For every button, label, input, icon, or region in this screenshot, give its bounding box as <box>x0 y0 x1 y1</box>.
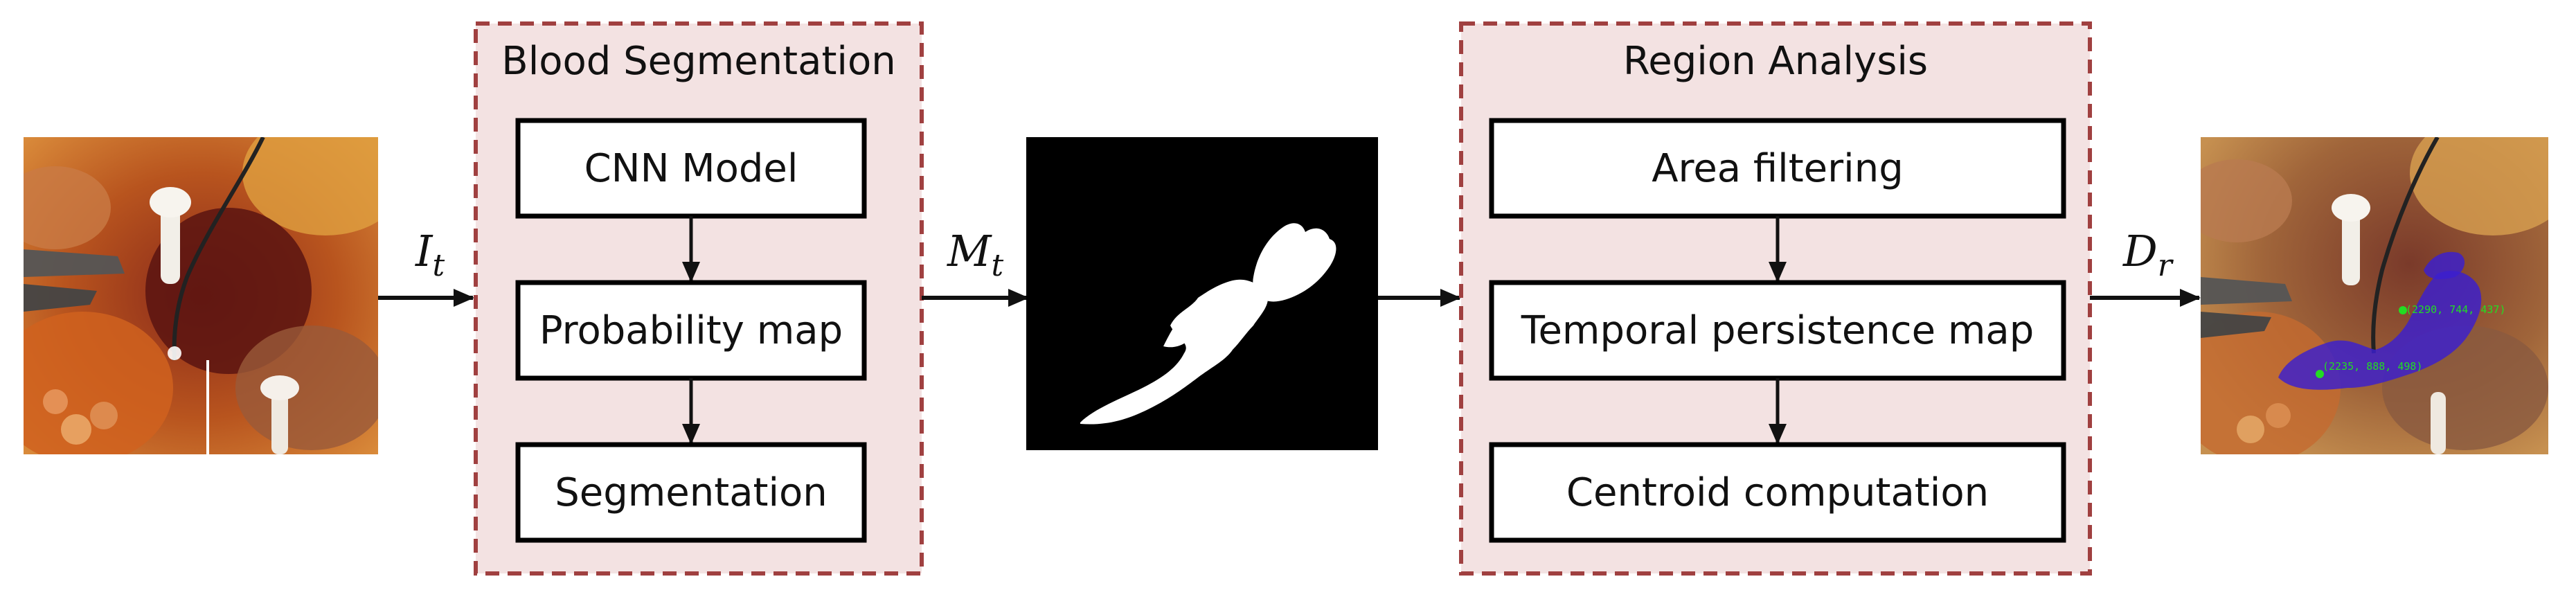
signal-detections-label: Dr <box>2122 226 2174 283</box>
step-area-filtering-label: Area filtering <box>1652 146 1904 191</box>
step-centroid-computation <box>1489 442 2066 543</box>
centroid-annotation-2: (2235, 888, 498) <box>2323 360 2423 373</box>
region-analysis-title: Region Analysis <box>1623 39 1928 84</box>
step-centroid-computation-label: Centroid computation <box>1566 470 1989 515</box>
step-probability-map-label: Probability map <box>539 308 843 353</box>
signal-mask-label: Mt <box>947 226 1003 283</box>
blood-segmentation-group: Blood Segmentation CNN Model Probability… <box>474 21 924 576</box>
step-cnn-model <box>515 118 867 219</box>
output-detection-image: (2290, 744, 437) (2235, 888, 498) <box>2201 137 2548 454</box>
centroid-annotation-1: (2290, 744, 437) <box>2406 303 2506 316</box>
step-segmentation-label: Segmentation <box>555 470 828 515</box>
signal-input-frame-label: It <box>415 226 445 283</box>
step-cnn-model-label: CNN Model <box>584 146 798 191</box>
step-area-filtering <box>1489 118 2066 219</box>
region-analysis-group: Region Analysis Area filtering Temporal … <box>1459 21 2092 576</box>
step-segmentation <box>515 442 867 543</box>
step-probability-map <box>515 280 867 381</box>
blood-segmentation-title: Blood Segmentation <box>501 39 895 84</box>
step-temporal-persistence-map-label: Temporal persistence map <box>1521 308 2034 353</box>
segmentation-mask-image <box>1026 137 1378 450</box>
input-frame-image <box>24 137 378 454</box>
